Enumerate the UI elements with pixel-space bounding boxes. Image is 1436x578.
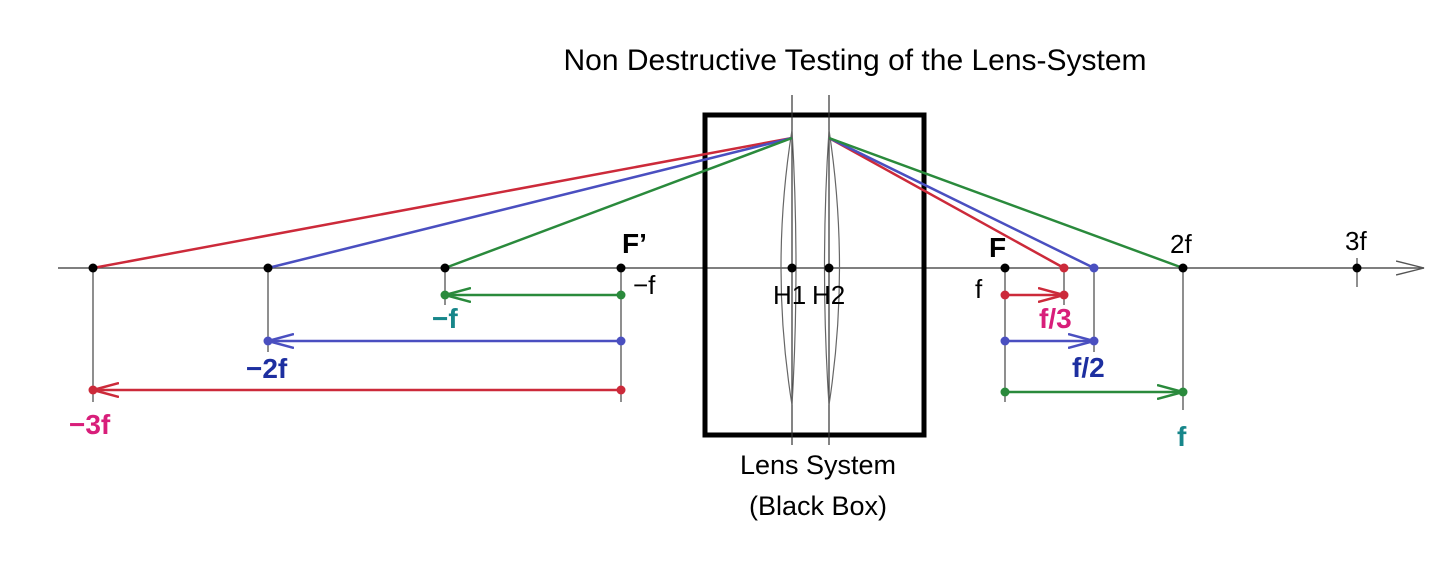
- label-f-prime: F’: [622, 228, 647, 259]
- label-f-point: F: [989, 232, 1006, 263]
- ray-blue-object: [267, 136, 793, 270]
- ray-green-image: [828, 136, 1184, 270]
- caption-lens-system: Lens System: [740, 450, 896, 480]
- axis-point-h2: [824, 263, 834, 273]
- label-3f-axis: 3f: [1345, 226, 1367, 256]
- axis-point-2f: [1178, 263, 1188, 273]
- label-f-distance: f: [1177, 421, 1187, 452]
- axis-point-neg-2f: [263, 263, 273, 273]
- dot-neg-f-end: [616, 290, 626, 300]
- label-f-axis: f: [975, 274, 983, 304]
- axis-point-h1: [787, 263, 797, 273]
- label-f-over-3: f/3: [1039, 303, 1072, 334]
- dot-f-over-3-start: [1000, 290, 1010, 300]
- lens-right-curve-outer: [828, 129, 841, 406]
- caption-black-box: (Black Box): [749, 491, 887, 521]
- label-2f-axis: 2f: [1170, 229, 1192, 259]
- axis-point-neg-f: [440, 263, 450, 273]
- axis-point-f-over-3: [1059, 263, 1069, 273]
- lens-left-curve-outer: [780, 129, 793, 406]
- dot-f-end: [1178, 387, 1188, 397]
- label-neg-3f: −3f: [69, 409, 111, 440]
- label-neg-2f: −2f: [246, 353, 288, 384]
- dot-f-over-3-end: [1059, 290, 1069, 300]
- dot-f-over-2-start: [1000, 336, 1010, 346]
- label-neg-f: −f: [432, 303, 458, 334]
- diagram-title: Non Destructive Testing of the Lens-Syst…: [563, 44, 1146, 77]
- axis-point-f-prime: [616, 263, 626, 273]
- dot-neg-3f-end: [616, 385, 626, 395]
- ray-green-object: [444, 136, 793, 270]
- dot-f-over-2-end: [1089, 336, 1099, 346]
- axis-point-neg-3f: [88, 263, 98, 273]
- axis-point-f: [1000, 263, 1010, 273]
- dot-neg-3f-start: [88, 385, 98, 395]
- black-box: [702, 112, 927, 438]
- axis-point-3f: [1352, 263, 1362, 273]
- ray-red-image: [828, 136, 1065, 270]
- label-h2: H2: [812, 280, 845, 310]
- dot-neg-f-start: [440, 290, 450, 300]
- axis-point-f-over-2: [1089, 263, 1099, 273]
- ray-red-object: [92, 136, 793, 270]
- dot-neg-2f-end: [616, 336, 626, 346]
- dot-f-start: [1000, 387, 1010, 397]
- dot-neg-2f-start: [263, 336, 273, 346]
- label-f-over-2: f/2: [1072, 352, 1105, 383]
- label-h1: H1: [773, 280, 806, 310]
- label-minus-f-axis: −f: [633, 270, 656, 300]
- ray-blue-image: [828, 136, 1095, 270]
